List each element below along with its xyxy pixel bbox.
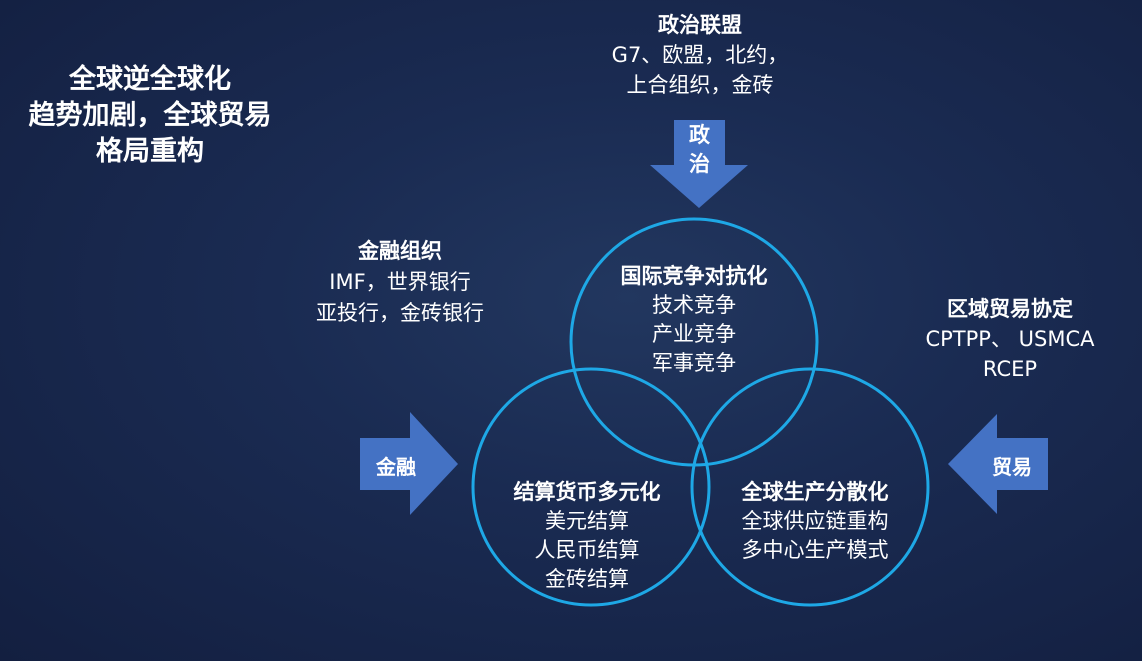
politics-block: 政治联盟 G7、欧盟，北约， 上合组织，金砖 bbox=[580, 10, 820, 100]
circle-currency bbox=[471, 367, 711, 607]
page-title: 全球逆全球化 趋势加剧，全球贸易 格局重构 bbox=[0, 62, 300, 170]
title-line: 格局重构 bbox=[96, 136, 204, 167]
trade-block: 区域贸易协定 CPTPP、 USMCA RCEP bbox=[890, 294, 1130, 384]
trade-arrow bbox=[948, 414, 1048, 514]
production-item: 全球供应链重构 bbox=[741, 509, 889, 533]
finance-line: 亚投行，金砖银行 bbox=[316, 301, 484, 325]
competition-item: 技术竞争 bbox=[652, 293, 736, 317]
circle-currency-text: 结算货币多元化 美元结算 人民币结算 金砖结算 bbox=[487, 478, 687, 594]
currency-item: 人民币结算 bbox=[534, 538, 640, 562]
production-item: 多中心生产模式 bbox=[741, 538, 889, 562]
competition-heading: 国际竞争对抗化 bbox=[620, 264, 768, 288]
circle-production bbox=[690, 367, 930, 607]
title-line: 趋势加剧，全球贸易 bbox=[28, 100, 272, 131]
trade-line: CPTPP、 USMCA bbox=[925, 327, 1095, 351]
production-heading: 全球生产分散化 bbox=[741, 480, 889, 504]
circle-competition-text: 国际竞争对抗化 技术竞争 产业竞争 军事竞争 bbox=[594, 262, 794, 378]
politics-arrow bbox=[650, 120, 748, 208]
politics-label: 治 bbox=[689, 152, 710, 176]
trade-line: RCEP bbox=[982, 357, 1038, 381]
politics-line: 上合组织，金砖 bbox=[626, 73, 774, 97]
finance-arrow bbox=[360, 412, 458, 515]
politics-arrow-label: 政 治 bbox=[674, 121, 725, 179]
competition-item: 军事竞争 bbox=[652, 351, 736, 375]
trade-heading: 区域贸易协定 bbox=[947, 297, 1073, 321]
finance-block: 金融组织 IMF，世界银行 亚投行，金砖银行 bbox=[280, 236, 520, 329]
finance-heading: 金融组织 bbox=[358, 239, 442, 263]
circle-production-text: 全球生产分散化 全球供应链重构 多中心生产模式 bbox=[715, 478, 915, 565]
finance-line: IMF，世界银行 bbox=[329, 270, 471, 294]
politics-label: 政 bbox=[689, 123, 710, 147]
politics-heading: 政治联盟 bbox=[658, 13, 742, 37]
title-line: 全球逆全球化 bbox=[69, 64, 231, 95]
currency-item: 金砖结算 bbox=[545, 567, 629, 591]
trade-arrow-label: 贸易 bbox=[992, 455, 1032, 479]
finance-arrow-label: 金融 bbox=[376, 455, 416, 479]
currency-item: 美元结算 bbox=[545, 509, 629, 533]
currency-heading: 结算货币多元化 bbox=[513, 480, 661, 504]
politics-line: G7、欧盟，北约， bbox=[611, 43, 789, 67]
competition-item: 产业竞争 bbox=[652, 322, 736, 346]
